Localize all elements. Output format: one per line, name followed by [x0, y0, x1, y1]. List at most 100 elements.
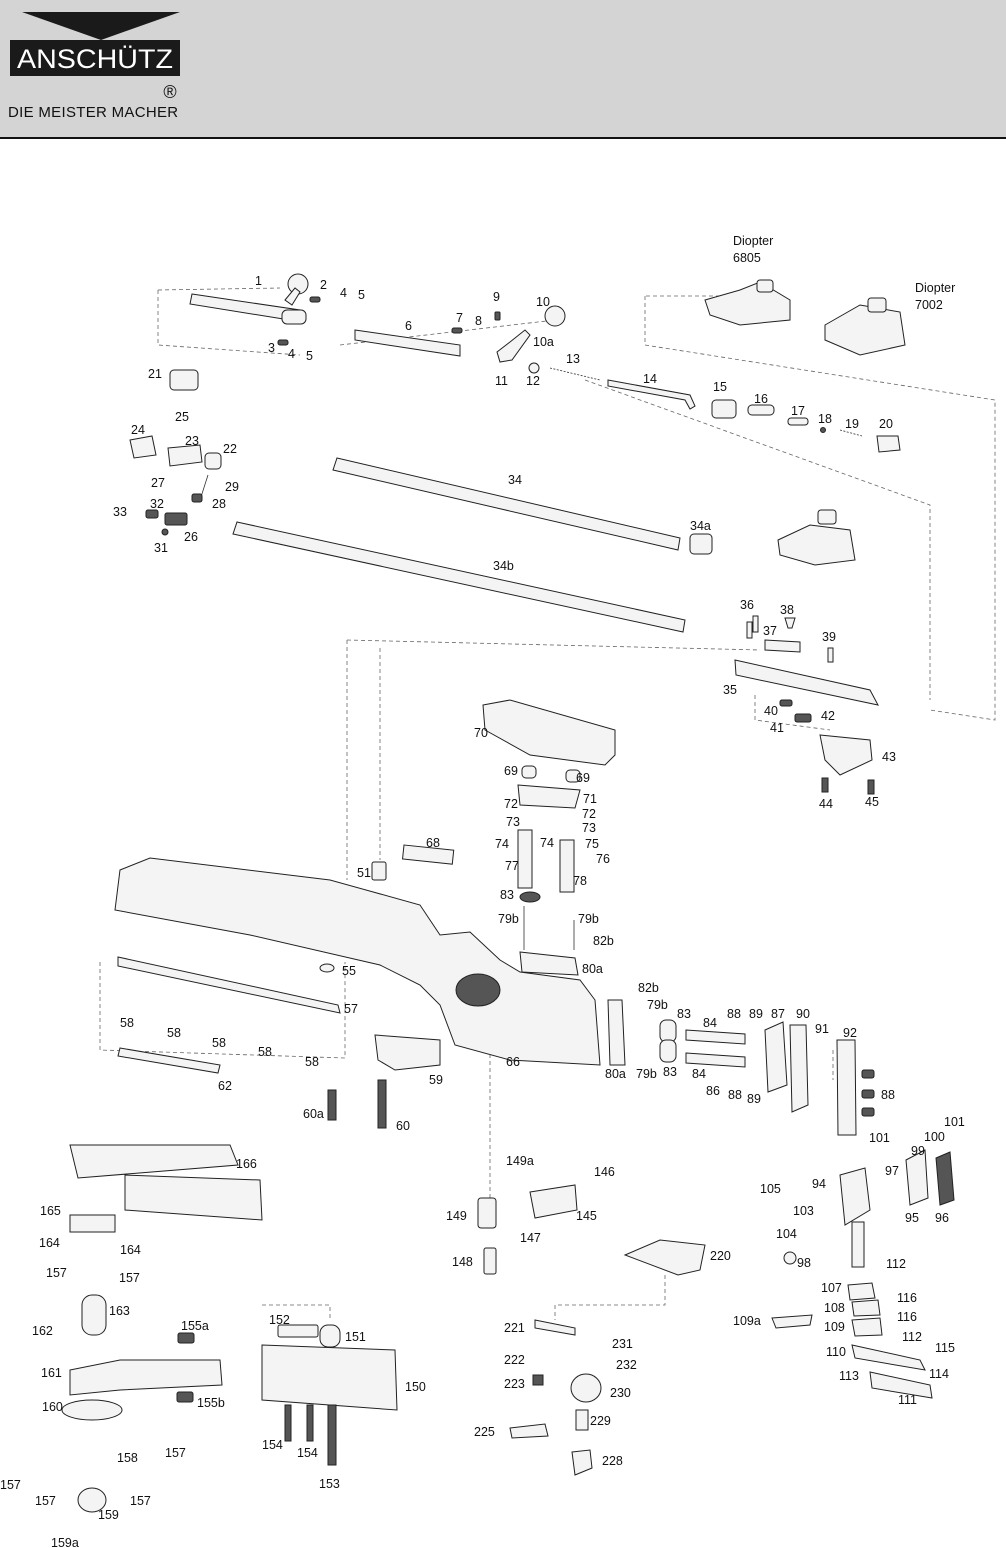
part-label-80a: 80a — [605, 1067, 626, 1081]
part-label-148: 148 — [452, 1255, 473, 1269]
part-label-223: 223 — [504, 1377, 525, 1391]
part-label-163: 163 — [109, 1304, 130, 1318]
part-label-34a: 34a — [690, 519, 711, 533]
part-label-58: 58 — [167, 1026, 181, 1040]
diopter-7002-number: 7002 — [915, 298, 943, 312]
part-label-12: 12 — [526, 374, 540, 388]
part-label-38: 38 — [780, 603, 794, 617]
part-label-165: 165 — [40, 1204, 61, 1218]
part-label-159: 159 — [98, 1508, 119, 1522]
part-label-164: 164 — [39, 1236, 60, 1250]
part-label-4: 4 — [288, 347, 295, 361]
part-label-42: 42 — [821, 709, 835, 723]
part-label-88: 88 — [728, 1088, 742, 1102]
part-label-60a: 60a — [303, 1107, 324, 1121]
part-label-105: 105 — [760, 1182, 781, 1196]
part-label-68: 68 — [426, 836, 440, 850]
part-label-14: 14 — [643, 372, 657, 386]
part-label-51: 51 — [357, 866, 371, 880]
part-label-29: 29 — [225, 480, 239, 494]
diopter-callouts: Diopter 6805 Diopter 7002 — [733, 234, 955, 312]
barrels — [232, 457, 713, 633]
part-label-10a: 10a — [533, 335, 554, 349]
part-label-149a: 149a — [506, 1154, 534, 1168]
part-label-32: 32 — [150, 497, 164, 511]
part-label-3: 3 — [268, 341, 275, 355]
part-label-11: 11 — [495, 374, 508, 388]
part-label-25: 25 — [175, 410, 189, 424]
part-label-116: 116 — [897, 1310, 917, 1324]
part-label-100: 100 — [924, 1130, 945, 1144]
anschuetz-logo: ANSCHÜTZ ® — [10, 12, 180, 102]
part-label-111: 111 — [898, 1393, 917, 1407]
part-label-89: 89 — [747, 1092, 761, 1106]
part-label-5: 5 — [358, 288, 365, 302]
part-label-40: 40 — [764, 704, 778, 718]
part-label-152: 152 — [269, 1313, 290, 1327]
part-label-73: 73 — [506, 815, 520, 829]
part-label-9: 9 — [493, 290, 500, 304]
part-label-160: 160 — [42, 1400, 63, 1414]
part-label-232: 232 — [616, 1358, 637, 1372]
part-label-164: 164 — [120, 1243, 141, 1257]
part-label-107: 107 — [821, 1281, 842, 1295]
registered-mark: ® — [163, 82, 176, 102]
part-label-150: 150 — [405, 1380, 426, 1394]
part-label-116: 116 — [897, 1291, 917, 1305]
part-label-145: 145 — [576, 1209, 597, 1223]
diopter-6805-title: Diopter — [733, 234, 773, 248]
part-label-69: 69 — [504, 764, 518, 778]
part-label-147: 147 — [520, 1231, 541, 1245]
part-label-62: 62 — [218, 1079, 232, 1093]
part-label-149: 149 — [446, 1209, 467, 1223]
handstop-group — [477, 1184, 706, 1476]
part-label-5: 5 — [306, 349, 313, 363]
part-label-75: 75 — [585, 837, 599, 851]
part-label-83: 83 — [677, 1007, 691, 1021]
part-label-112: 112 — [886, 1257, 906, 1271]
part-label-59: 59 — [429, 1073, 443, 1087]
foreend-hardware — [607, 999, 875, 1136]
part-label-80a: 80a — [582, 962, 603, 976]
part-label-17: 17 — [791, 404, 805, 418]
part-label-112: 112 — [902, 1330, 922, 1344]
part-label-228: 228 — [602, 1454, 623, 1468]
hip-rest-group — [61, 1144, 398, 1513]
part-label-103: 103 — [793, 1204, 814, 1218]
part-label-20: 20 — [879, 417, 893, 431]
part-label-58: 58 — [258, 1045, 272, 1059]
front-sight-group — [129, 369, 222, 536]
part-label-57: 57 — [344, 1002, 358, 1016]
part-label-157: 157 — [0, 1478, 21, 1492]
part-label-15: 15 — [713, 380, 727, 394]
part-label-113: 113 — [839, 1369, 859, 1383]
part-label-110: 110 — [826, 1345, 846, 1359]
part-label-84: 84 — [703, 1016, 717, 1030]
part-label-58: 58 — [120, 1016, 134, 1030]
part-label-79b: 79b — [636, 1067, 657, 1081]
part-label-7: 7 — [456, 311, 463, 325]
part-label-220: 220 — [710, 1249, 731, 1263]
part-label-230: 230 — [610, 1386, 631, 1400]
part-label-115: 115 — [935, 1341, 955, 1355]
part-label-157: 157 — [35, 1494, 56, 1508]
part-label-35: 35 — [723, 683, 737, 697]
part-label-1: 1 — [255, 274, 262, 288]
part-label-155a: 155a — [181, 1319, 209, 1333]
diopter-7002-title: Diopter — [915, 281, 955, 295]
part-label-87: 87 — [771, 1007, 785, 1021]
part-label-60: 60 — [396, 1119, 410, 1133]
stock — [114, 857, 601, 1129]
part-label-159a: 159a — [51, 1536, 79, 1548]
part-label-83: 83 — [663, 1065, 677, 1079]
diopter-6805-number: 6805 — [733, 251, 761, 265]
part-label-153: 153 — [319, 1477, 340, 1491]
part-label-26: 26 — [184, 530, 198, 544]
part-label-79b: 79b — [578, 912, 599, 926]
part-label-101: 101 — [869, 1131, 890, 1145]
bolt-assembly — [189, 273, 901, 453]
part-label-231: 231 — [612, 1337, 633, 1351]
part-label-86: 86 — [706, 1084, 720, 1098]
part-label-94: 94 — [812, 1177, 826, 1191]
